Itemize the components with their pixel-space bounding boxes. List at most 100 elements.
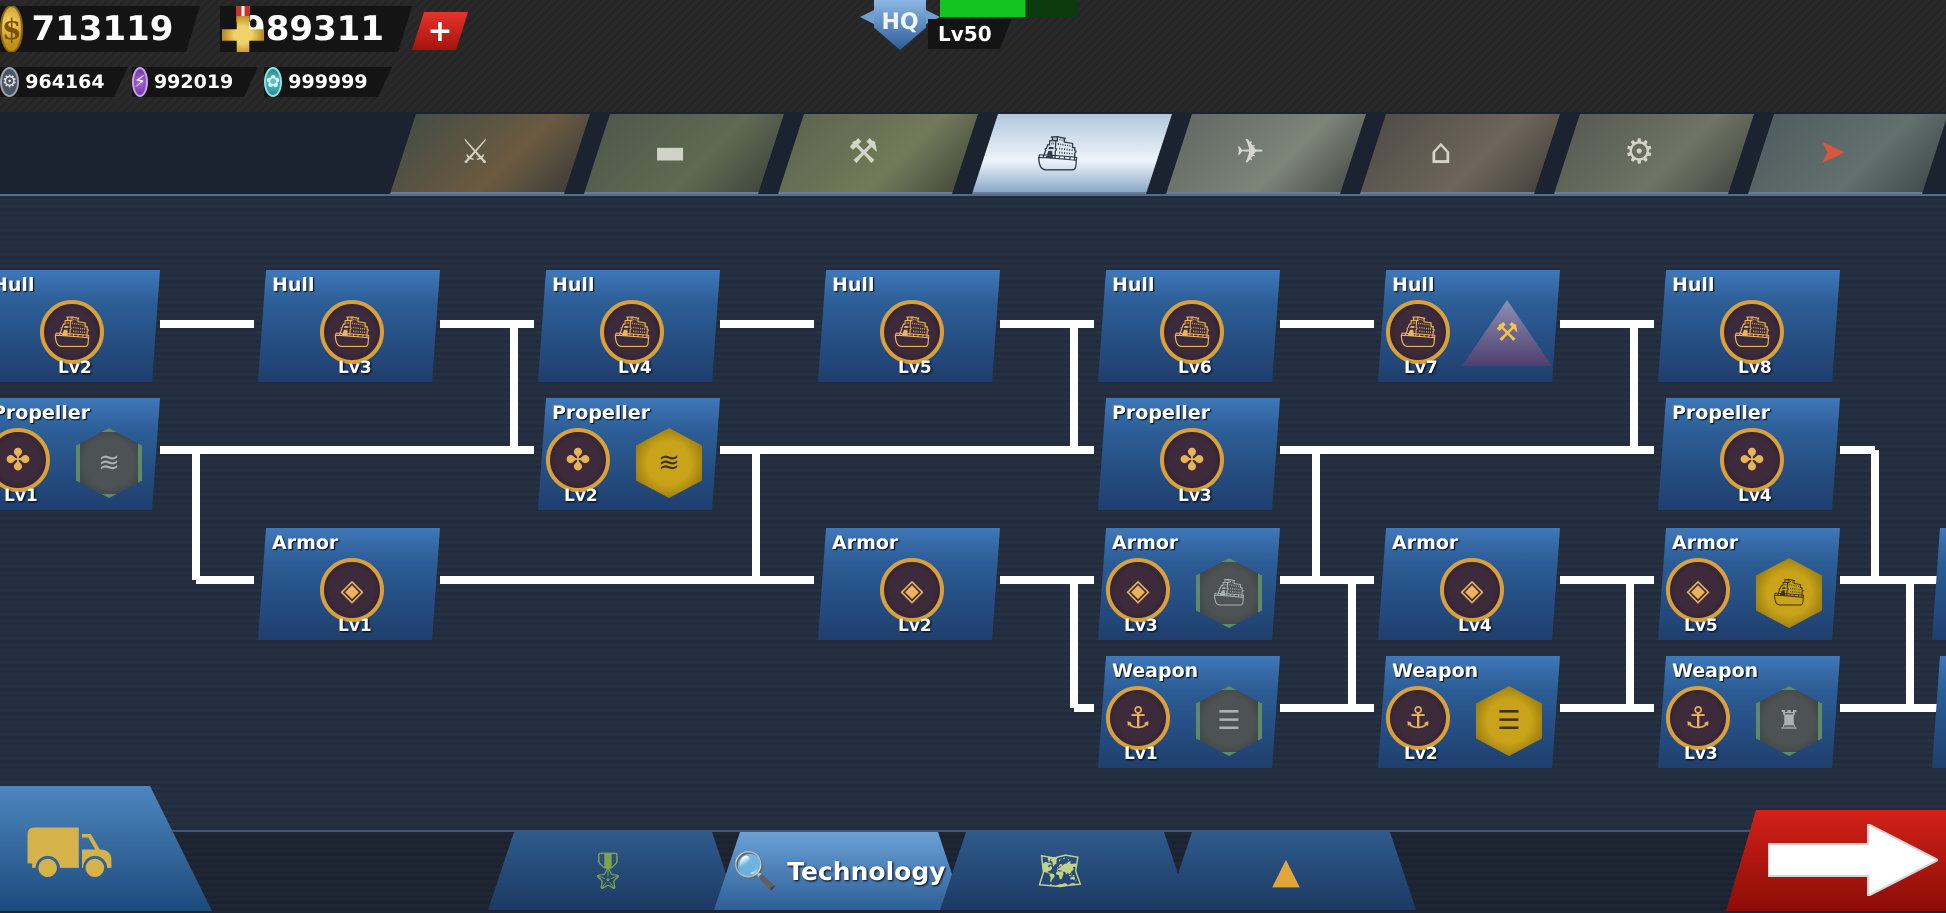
hq-badge[interactable]: HQ [860,0,940,52]
hq-progress-bar [940,0,1078,17]
node-title: Armor [1392,532,1459,554]
node-level: Lv8 [1738,358,1772,378]
tech-node-armor-lv3[interactable]: Armor ◈ Lv3 ⛴ [1098,528,1280,640]
node-level: Lv2 [1404,744,1438,764]
tech-node-hull-lv4[interactable]: Hull ⛴ Lv4 [538,270,720,382]
node-title: Armor [1672,532,1739,554]
tech-node-hull-lv7[interactable]: Hull ⛴ Lv7 ⚒ [1378,270,1560,382]
node-title: Hull [7,274,35,296]
medal-counter: 989311 [220,6,412,52]
tech-node-propeller-lv4[interactable]: Propeller ✤ Lv4 [1658,398,1840,510]
bunker-icon: ⌂ [1430,132,1452,172]
gold-value: 713119 [31,9,174,49]
tech-node-propeller-lv1[interactable]: Propeller ✤ Lv1 ≋ [0,398,160,510]
gold-pyramid-icon: ▲ [1272,850,1300,892]
node-level: Lv1 [4,486,38,506]
category-tab-artillery[interactable]: ⚒ [778,114,978,194]
hq-label: HQ [881,10,919,35]
node-title: Propeller [1672,402,1771,424]
category-tab-tank[interactable]: ▬ [584,114,784,194]
tech-node-propeller-lv2[interactable]: Propeller ✤ Lv2 ≋ [538,398,720,510]
node-title: Weapon [1112,660,1199,682]
node-level: Lv5 [898,358,932,378]
node-title: Hull [272,274,315,296]
cannon-icon: ⚒ [848,132,879,172]
tech-node-hull-lv5[interactable]: Hull ⛴ Lv5 [818,270,1000,382]
node-title: Weapon [1672,660,1759,682]
ship-hull-icon: ⛴ [1386,300,1450,364]
tab-officers[interactable]: 🎖 [488,832,738,910]
node-level: Lv7 [1404,358,1438,378]
steel-gear-icon: ✿ [264,67,282,97]
tech-node-weapon-lv3[interactable]: Weapon ⚓ Lv3 ♜ [1658,656,1840,768]
unit-category-tabs: ⚔ ▬ ⚒ ⛴ ✈ ⌂ ⚙ ➤ [390,114,1946,194]
energy-bolt-icon: ⚡ [132,67,148,97]
gear-icon: ⚙ [0,67,19,97]
engine-gray-icon: ≋ [76,428,142,498]
medal-value: 989311 [242,9,384,49]
category-tab-infantry[interactable]: ⚔ [390,114,590,194]
tab-treasure[interactable]: ▲ [1166,832,1416,910]
category-tab-bunker[interactable]: ⌂ [1360,114,1560,194]
ship-hull-icon: ⛴ [40,300,104,364]
steel-counter: ✿ 999999 [264,67,392,97]
tech-node-weapon-lv1[interactable]: Weapon ⚓ Lv1 ☰ [1098,656,1280,768]
shells-gray-icon: ☰ [1196,686,1262,756]
node-level: Lv3 [338,358,372,378]
tab-map[interactable]: 🗺 [940,832,1190,910]
node-level: Lv1 [338,616,372,636]
category-tab-air[interactable]: ✈ [1166,114,1366,194]
battleship-icon: ⛴ [1036,134,1080,174]
turret-gray-icon: ♜ [1756,686,1822,756]
soldier-icon: ⚔ [460,132,491,172]
tech-node-armor-lv5[interactable]: Armor ◈ Lv5 ⛴ [1658,528,1840,640]
tank-icon: ⛟ [22,808,116,894]
node-level: Lv4 [618,358,652,378]
magnifier-icon: 🔍 [732,851,778,892]
medal-icon [220,4,234,54]
tech-node-propeller-lv3[interactable]: Propeller ✤ Lv3 [1098,398,1280,510]
warship-gray-icon: ⛴ [1196,558,1262,628]
hq-shield-icon: HQ [874,0,926,50]
node-level: Lv2 [564,486,598,506]
node-title: Propeller [552,402,651,424]
node-title: Hull [832,274,875,296]
next-arrow-button[interactable] [1726,810,1946,911]
energy-value: 992019 [153,71,234,93]
tech-node-hull-lv8[interactable]: Hull ⛴ Lv8 [1658,270,1840,382]
officer-cap-icon: 🎖 [585,851,631,892]
repair-tools-icon: ⚒ [1462,300,1552,366]
naval-gun-icon: ⚓ [1106,686,1170,750]
category-tab-rocket[interactable]: ➤ [1748,114,1946,194]
gold-coin-icon: $ [0,5,23,53]
tech-node-armor-lv4[interactable]: Armor ◈ Lv4 [1378,528,1560,640]
tech-node-hull-lv6[interactable]: Hull ⛴ Lv6 [1098,270,1280,382]
tech-node-armor-lv1[interactable]: Armor ◈ Lv1 [258,528,440,640]
ship-hull-icon: ⛴ [320,300,384,364]
category-tab-anti-air[interactable]: ⚙ [1554,114,1754,194]
node-title: Hull [1112,274,1155,296]
node-level: Lv2 [58,358,92,378]
node-title: Hull [552,274,595,296]
node-title: Armor [272,532,339,554]
armor-plate-icon: ◈ [1440,558,1504,622]
node-title: Armor [832,532,899,554]
tech-node-hull-lv2[interactable]: Hull ⛴ Lv2 [0,270,160,382]
propeller-icon: ✤ [1720,428,1784,492]
armor-plate-icon: ◈ [1106,558,1170,622]
node-title: Hull [1392,274,1435,296]
armor-plate-icon: ◈ [880,558,944,622]
arrow-right-icon [1768,824,1938,896]
parts-counter: ⚙ 964164 [0,67,128,97]
node-title: Weapon [1392,660,1479,682]
plane-icon: ✈ [1236,132,1265,172]
tech-node-weapon-lv2[interactable]: Weapon ⚓ Lv2 ☰ [1378,656,1560,768]
tech-node-armor-lv2[interactable]: Armor ◈ Lv2 [818,528,1000,640]
armor-plate-icon: ◈ [320,558,384,622]
tab-technology[interactable]: 🔍 Technology [714,832,964,910]
tech-node-hull-lv3[interactable]: Hull ⛴ Lv3 [258,270,440,382]
ship-hull-icon: ⛴ [1720,300,1784,364]
node-level: Lv2 [898,616,932,636]
naval-gun-icon: ⚓ [1386,686,1450,750]
category-tab-navy[interactable]: ⛴ [972,114,1172,194]
